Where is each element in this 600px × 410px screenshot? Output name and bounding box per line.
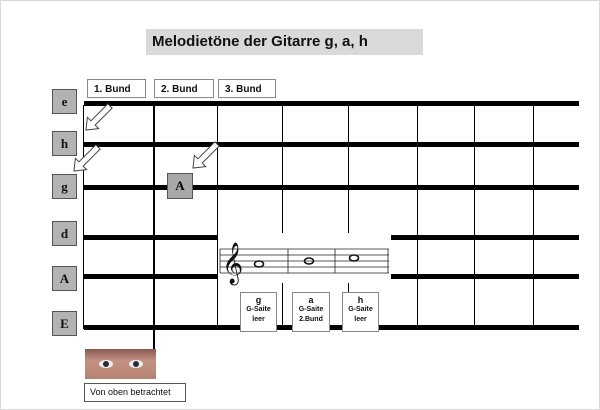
note-caption-h-line1: G-Saite xyxy=(348,306,373,313)
fret-0 xyxy=(83,105,84,329)
note-caption-h: h G-Saite leer xyxy=(342,292,379,332)
note-head-h xyxy=(348,254,360,262)
string-label-A: A xyxy=(52,266,77,291)
fret-label-2: 2. Bund xyxy=(154,79,214,98)
note-caption-g-line2: leer xyxy=(252,316,265,323)
fret-1 xyxy=(153,105,155,351)
fret-3 xyxy=(282,105,283,329)
note-caption-h-line2: leer xyxy=(354,316,367,323)
left-eye-icon xyxy=(99,360,113,368)
note-caption-g-name: g xyxy=(255,295,262,305)
note-caption-g-line1: G-Saite xyxy=(246,306,271,313)
staff-svg: 𝄞 xyxy=(219,242,389,285)
fret-6 xyxy=(474,105,475,329)
note-caption-g: g G-Saite leer xyxy=(240,292,277,332)
string-label-E: E xyxy=(52,311,77,336)
treble-clef-icon: 𝄞 xyxy=(222,242,243,285)
fretted-note-marker: A xyxy=(167,173,193,199)
arrow-icon-3 xyxy=(192,141,220,169)
fret-label-1: 1. Bund xyxy=(87,79,146,98)
note-caption-h-name: h xyxy=(357,295,364,305)
fret-4 xyxy=(348,105,349,329)
string-label-e: e xyxy=(52,89,77,114)
note-caption-a: a G-Saite 2.Bund xyxy=(292,292,330,332)
note-caption-a-line1: G-Saite xyxy=(298,306,324,313)
note-head-a xyxy=(303,257,315,265)
note-head-g xyxy=(253,260,265,268)
fret-2 xyxy=(217,105,218,329)
fret-5 xyxy=(417,105,418,329)
eyes-image xyxy=(85,349,156,379)
string-label-h: h xyxy=(52,131,77,156)
arrow-icon-2 xyxy=(73,144,101,172)
right-eye-icon xyxy=(129,360,143,368)
string-line-g xyxy=(84,185,579,190)
string-line-h xyxy=(84,142,579,147)
string-label-g: g xyxy=(52,174,77,199)
diagram-title: Melodietöne der Gitarre g, a, h xyxy=(146,29,423,55)
string-line-e xyxy=(84,101,579,106)
arrow-icon-1 xyxy=(85,103,113,131)
fret-label-3: 3. Bund xyxy=(218,79,276,98)
string-label-d: d xyxy=(52,221,77,246)
view-caption: Von oben betrachtet xyxy=(84,383,186,402)
note-caption-a-name: a xyxy=(308,295,314,305)
string-line-E xyxy=(84,325,579,330)
fret-7 xyxy=(533,105,534,329)
music-staff: 𝄞 xyxy=(218,233,391,285)
note-caption-a-line2: 2.Bund xyxy=(299,316,323,323)
